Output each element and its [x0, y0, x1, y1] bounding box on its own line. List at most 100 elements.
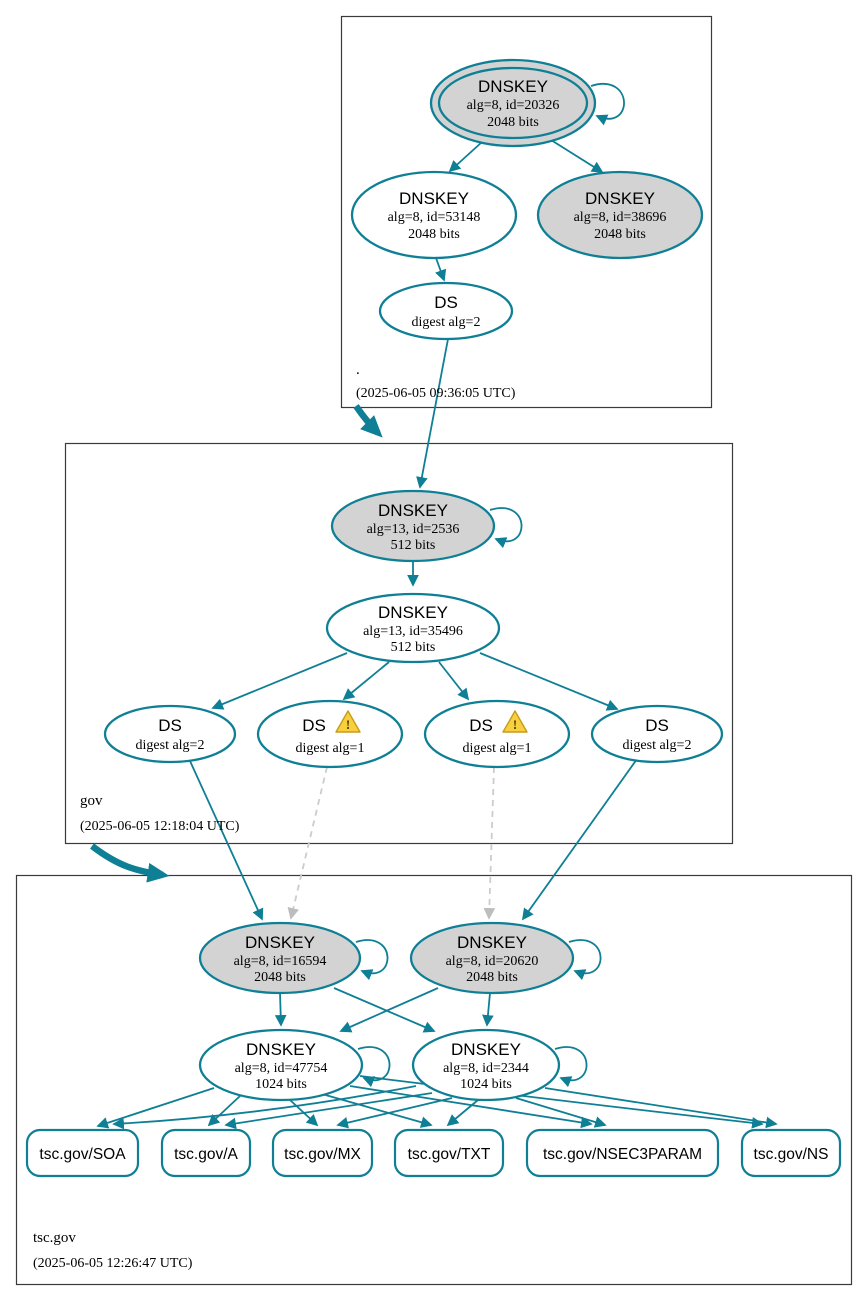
- edge-tsc-ksk2-to-zsk2: [482, 992, 494, 1027]
- edge-gov-zsk-to-ds1: [211, 652, 348, 710]
- rrset-node-ns[interactable]: tsc.gov/NS: [740, 1128, 842, 1178]
- edge-tsc-ksk1-selfsign: [355, 939, 389, 981]
- rrset-rect: [25, 1128, 140, 1178]
- node-bits: 2048 bits: [487, 115, 539, 130]
- edge-tsc-zsk2-selfsign: [554, 1046, 588, 1088]
- rrset-node-mx[interactable]: tsc.gov/MX: [271, 1128, 374, 1178]
- node-bits: 2048 bits: [594, 227, 646, 242]
- warning-icon: !: [502, 710, 528, 733]
- node-title: DNSKEY: [378, 501, 448, 520]
- rrset-rect: [525, 1128, 720, 1178]
- rrset-label: tsc.gov/TXT: [408, 1146, 491, 1163]
- zone-label-root: .: [356, 362, 360, 378]
- dnskey-ellipse-inner: [437, 66, 589, 140]
- node-bits: 1024 bits: [255, 1077, 307, 1092]
- ds-ellipse: [378, 281, 514, 341]
- node-bits: 512 bits: [391, 640, 436, 655]
- edge-gov-zsk-to-ds4: [479, 652, 619, 711]
- node-detail: alg=13, id=35496: [363, 624, 463, 639]
- node-title: DNSKEY: [478, 77, 548, 96]
- node-bits: 1024 bits: [460, 1077, 512, 1092]
- svg-text:!: !: [346, 717, 350, 732]
- zone-timestamp-gov: (2025-06-05 12:18:04 UTC): [80, 819, 240, 834]
- ds-ellipse: [590, 704, 724, 764]
- dnskey-node-gov-35496[interactable]: DNSKEY alg=13, id=35496 512 bits: [325, 592, 501, 664]
- rrset-label: tsc.gov/NSEC3PARAM: [543, 1146, 702, 1163]
- edge-root-ksk-selfsign: [590, 83, 625, 126]
- rrset-node-txt[interactable]: tsc.gov/TXT: [393, 1128, 505, 1178]
- node-title: DNSKEY: [457, 933, 527, 952]
- edge-tsc-zsk2-to-nsec3param: [515, 1097, 607, 1128]
- ds-node-gov-4[interactable]: DS digest alg=2: [590, 704, 724, 764]
- rrset-node-a[interactable]: tsc.gov/A: [160, 1128, 252, 1178]
- zone-box-root: [340, 15, 713, 409]
- ds-node-gov-1[interactable]: DS digest alg=2: [103, 704, 237, 764]
- edge-tsc-zsk1-selfsign: [357, 1046, 391, 1088]
- zone-label-tsc-gov: tsc.gov: [33, 1230, 76, 1246]
- zone-timestamp-tsc-gov: (2025-06-05 12:26:47 UTC): [33, 1256, 193, 1271]
- dnskey-node-gov-2536[interactable]: DNSKEY alg=13, id=2536 512 bits: [330, 489, 496, 563]
- ds-node-root[interactable]: DS digest alg=2: [378, 281, 514, 341]
- rrset-label: tsc.gov/SOA: [39, 1146, 126, 1163]
- node-title: DNSKEY: [378, 603, 448, 622]
- edge-tsc-zsk1-to-txt: [321, 1093, 433, 1128]
- node-detail: alg=8, id=2344: [443, 1061, 529, 1076]
- dnskey-ellipse: [325, 592, 501, 664]
- ds-node-gov-3[interactable]: DS ! digest alg=1: [423, 699, 571, 769]
- edge-tsc-ksk2-selfsign: [568, 939, 602, 981]
- edge-gov-ds2-to-tsc-ksk1-insecure: [287, 766, 328, 920]
- node-detail: alg=8, id=53148: [388, 210, 481, 225]
- dnskey-ellipse: [350, 170, 518, 260]
- edge-tsc-zsk2-to-mx: [336, 1097, 453, 1129]
- dnskey-node-tsc-47754[interactable]: DNSKEY alg=8, id=47754 1024 bits: [198, 1028, 364, 1102]
- edge-root-ds-to-gov-ksk: [416, 338, 449, 489]
- node-bits: 2048 bits: [254, 970, 306, 985]
- edge-tsc-ksk1-to-zsk1: [274, 992, 287, 1027]
- dnskey-node-root-20326[interactable]: DNSKEY alg=8, id=20326 2048 bits: [429, 58, 597, 148]
- dnskey-node-root-38696[interactable]: DNSKEY alg=8, id=38696 2048 bits: [536, 170, 704, 260]
- zone-timestamp-root: (2025-06-05 09:36:05 UTC): [356, 386, 516, 401]
- node-title: DNSKEY: [246, 1040, 316, 1059]
- node-detail: digest alg=2: [412, 315, 481, 330]
- edge-tsc-ksk1-to-zsk2: [333, 987, 436, 1033]
- ds-ellipse: [103, 704, 237, 764]
- zone-box-gov: [64, 442, 734, 845]
- node-detail: digest alg=2: [136, 738, 205, 753]
- edge-gov-zsk-to-ds3: [438, 661, 470, 701]
- edge-tsc-zsk2-to-txt: [446, 1099, 479, 1127]
- dnskey-node-tsc-2344[interactable]: DNSKEY alg=8, id=2344 1024 bits: [411, 1028, 561, 1102]
- dnskey-ellipse: [411, 1028, 561, 1102]
- zone-label-gov: gov: [80, 793, 103, 809]
- edge-delegation-gov-to-tsc: [90, 843, 170, 883]
- dnskey-ellipse: [198, 921, 362, 995]
- node-bits: 2048 bits: [466, 970, 518, 985]
- rrset-rect: [271, 1128, 374, 1178]
- dnskey-node-tsc-20620[interactable]: DNSKEY alg=8, id=20620 2048 bits: [409, 921, 575, 995]
- dnskey-node-tsc-16594[interactable]: DNSKEY alg=8, id=16594 2048 bits: [198, 921, 362, 995]
- dnskey-node-root-53148[interactable]: DNSKEY alg=8, id=53148 2048 bits: [350, 170, 518, 260]
- rrset-rect: [740, 1128, 842, 1178]
- node-title: DNSKEY: [245, 933, 315, 952]
- node-detail: digest alg=1: [296, 741, 365, 756]
- node-detail: alg=8, id=47754: [235, 1061, 328, 1076]
- node-detail: alg=8, id=16594: [234, 954, 327, 969]
- edge-gov-ds3-to-tsc-ksk2-insecure: [483, 766, 496, 920]
- rrset-node-nsec3param[interactable]: tsc.gov/NSEC3PARAM: [525, 1128, 720, 1178]
- warning-icon: !: [335, 710, 361, 733]
- dnskey-ellipse: [536, 170, 704, 260]
- rrset-rect: [160, 1128, 252, 1178]
- edge-gov-ksk-selfsign: [489, 507, 523, 549]
- node-detail: alg=8, id=38696: [574, 210, 667, 225]
- dnskey-ellipse: [409, 921, 575, 995]
- rrset-node-soa[interactable]: tsc.gov/SOA: [25, 1128, 140, 1178]
- edge-tsc-zsk2-to-ns: [544, 1087, 778, 1129]
- edge-gov-ds1-to-tsc-ksk1: [189, 760, 264, 921]
- edge-tsc-zsk1-to-ns: [359, 1075, 764, 1129]
- node-title: DS: [645, 716, 669, 735]
- node-detail: digest alg=1: [463, 741, 532, 756]
- ds-node-gov-2[interactable]: DS ! digest alg=1: [256, 699, 404, 769]
- edge-root-ksk-to-key38696: [550, 139, 604, 173]
- dnskey-ellipse: [198, 1028, 364, 1102]
- edge-root-zsk-to-ds: [435, 257, 447, 282]
